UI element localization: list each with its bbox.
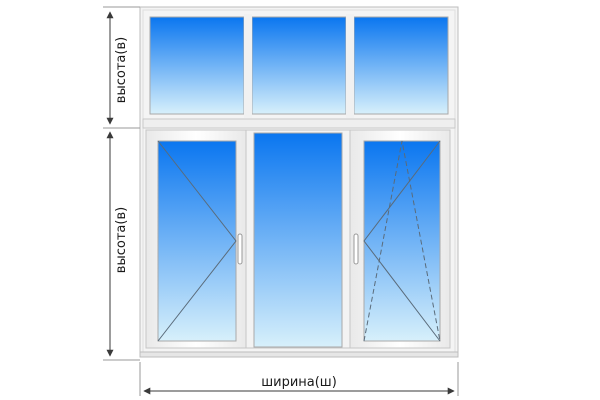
transom-mullion-2 (346, 14, 354, 118)
transom-mullion-1 (244, 14, 252, 118)
left-sash-opening-lines (157, 140, 237, 342)
transom-pane-3 (353, 16, 449, 115)
transom-pane-1 (149, 16, 245, 115)
left-sash-handle (237, 233, 243, 265)
transom-bar (142, 118, 456, 129)
left-sash-glass (157, 140, 237, 342)
sill (139, 351, 459, 358)
center-fixed-glass (253, 132, 343, 348)
transom-pane-2 (251, 16, 347, 115)
right-sash-tilt-lines (363, 140, 441, 342)
right-sash-glass (363, 140, 441, 342)
lower-height-label: высота(в) (114, 207, 129, 273)
upper-height-label: высота(в) (114, 37, 129, 103)
right-sash-turn-lines (363, 140, 441, 342)
width-label: ширина(ш) (261, 375, 337, 390)
right-sash-handle (353, 233, 359, 265)
